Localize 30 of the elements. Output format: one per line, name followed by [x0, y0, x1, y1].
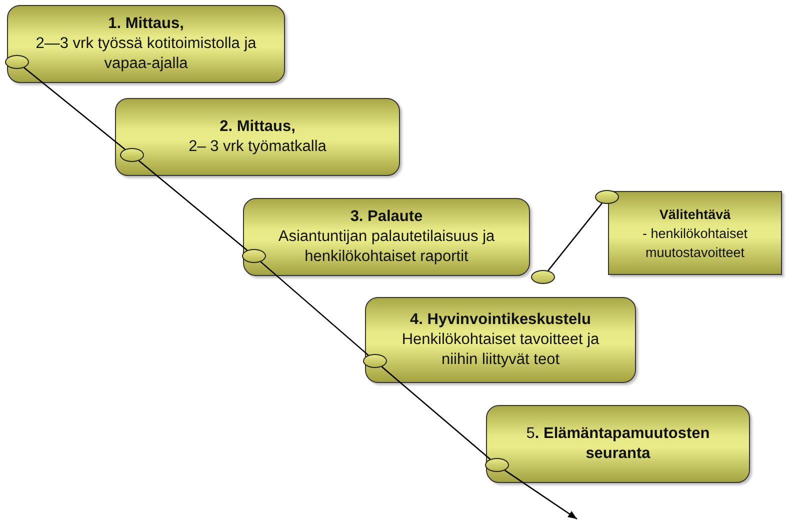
process-box	[365, 297, 636, 383]
box-heading: 3. Palaute	[350, 207, 423, 227]
connector-line	[260, 261, 369, 356]
connector-ellipse	[242, 248, 266, 263]
box-heading: 2. Mittaus,	[220, 117, 296, 137]
connector-ellipse	[595, 190, 619, 204]
box-text: 5. Elämäntapamuutosten seuranta	[525, 424, 711, 464]
box-text: 2—3 vrk työssä kotitoimistolla ja vapaa-ajalla	[34, 34, 258, 74]
process-box	[243, 198, 530, 276]
process-box	[115, 98, 400, 176]
box-text: Henkilökohtaiset tavoitteet ja niihin liittyvät teot	[400, 330, 600, 370]
box-heading: 4. Hyvinvointikeskustelu	[410, 310, 591, 330]
connector-line	[138, 160, 248, 251]
process-box	[486, 405, 750, 483]
connector-line	[548, 202, 602, 272]
box-text: Asiantuntijan palautetilaisuus ja henkilökohtaiset raportit	[277, 227, 496, 267]
connector-ellipse	[531, 270, 555, 284]
process-box	[7, 5, 285, 83]
connector-line	[24, 67, 126, 150]
connector-ellipse	[484, 458, 509, 472]
box-text: 2– 3 vrk työmatkalla	[188, 137, 326, 157]
box-heading: 1. Mittaus,	[108, 14, 184, 34]
connector-line	[381, 366, 491, 460]
connector-ellipse	[120, 148, 144, 162]
box-text: - henkilökohtaiset muutostavoitteet	[641, 224, 749, 262]
connector-ellipse	[362, 354, 387, 368]
box-heading: Välitehtävä	[659, 206, 731, 224]
connector-ellipse	[4, 54, 29, 69]
process-box	[608, 191, 782, 275]
arrow	[504, 470, 578, 520]
